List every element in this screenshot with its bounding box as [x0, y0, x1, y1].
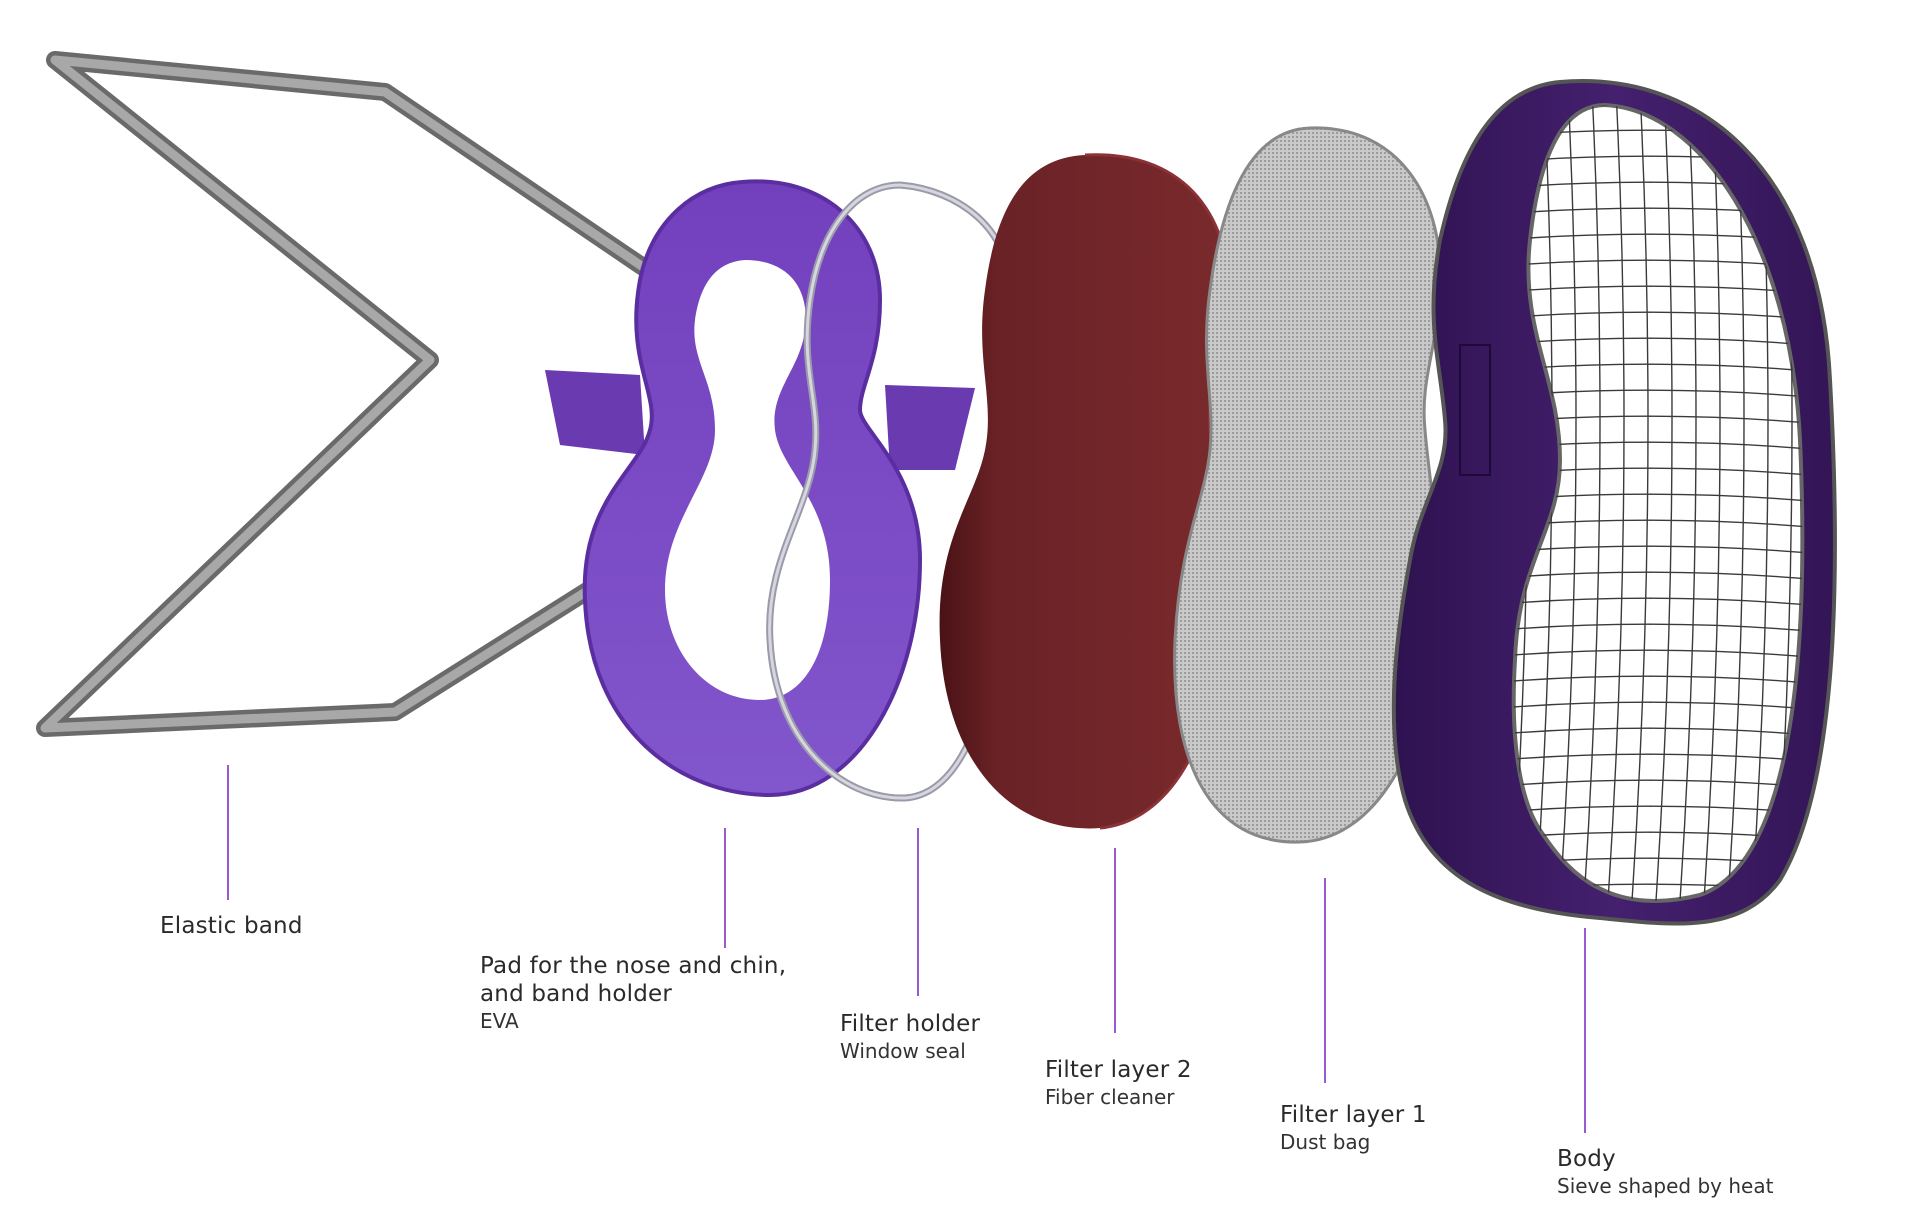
pad-part: [545, 181, 975, 795]
label-filter-holder-material: Window seal: [840, 1038, 980, 1064]
label-body-material: Sieve shaped by heat: [1557, 1173, 1773, 1199]
label-filter-layer-1-material: Dust bag: [1280, 1129, 1427, 1155]
label-pad-material: EVA: [480, 1008, 786, 1034]
label-pad: Pad for the nose and chin, and band hold…: [480, 952, 786, 1034]
label-filter-layer-2-title: Filter layer 2: [1045, 1056, 1192, 1084]
body-part: [1394, 81, 1864, 930]
label-filter-layer-1: Filter layer 1 Dust bag: [1280, 1101, 1427, 1155]
label-filter-layer-1-title: Filter layer 1: [1280, 1101, 1427, 1129]
label-filter-layer-2: Filter layer 2 Fiber cleaner: [1045, 1056, 1192, 1110]
label-elastic-band: Elastic band: [160, 912, 303, 940]
label-body-title: Body: [1557, 1145, 1773, 1173]
label-filter-layer-2-material: Fiber cleaner: [1045, 1084, 1192, 1110]
label-body: Body Sieve shaped by heat: [1557, 1145, 1773, 1199]
label-pad-title-line-2: and band holder: [480, 980, 786, 1008]
leader-lines: [228, 765, 1585, 1133]
sieve-wire-vertical: [1846, 90, 1864, 930]
label-filter-holder: Filter holder Window seal: [840, 1010, 980, 1064]
label-filter-holder-title: Filter holder: [840, 1010, 980, 1038]
label-elastic-band-title: Elastic band: [160, 912, 303, 940]
label-pad-title-line-1: Pad for the nose and chin,: [480, 952, 786, 980]
